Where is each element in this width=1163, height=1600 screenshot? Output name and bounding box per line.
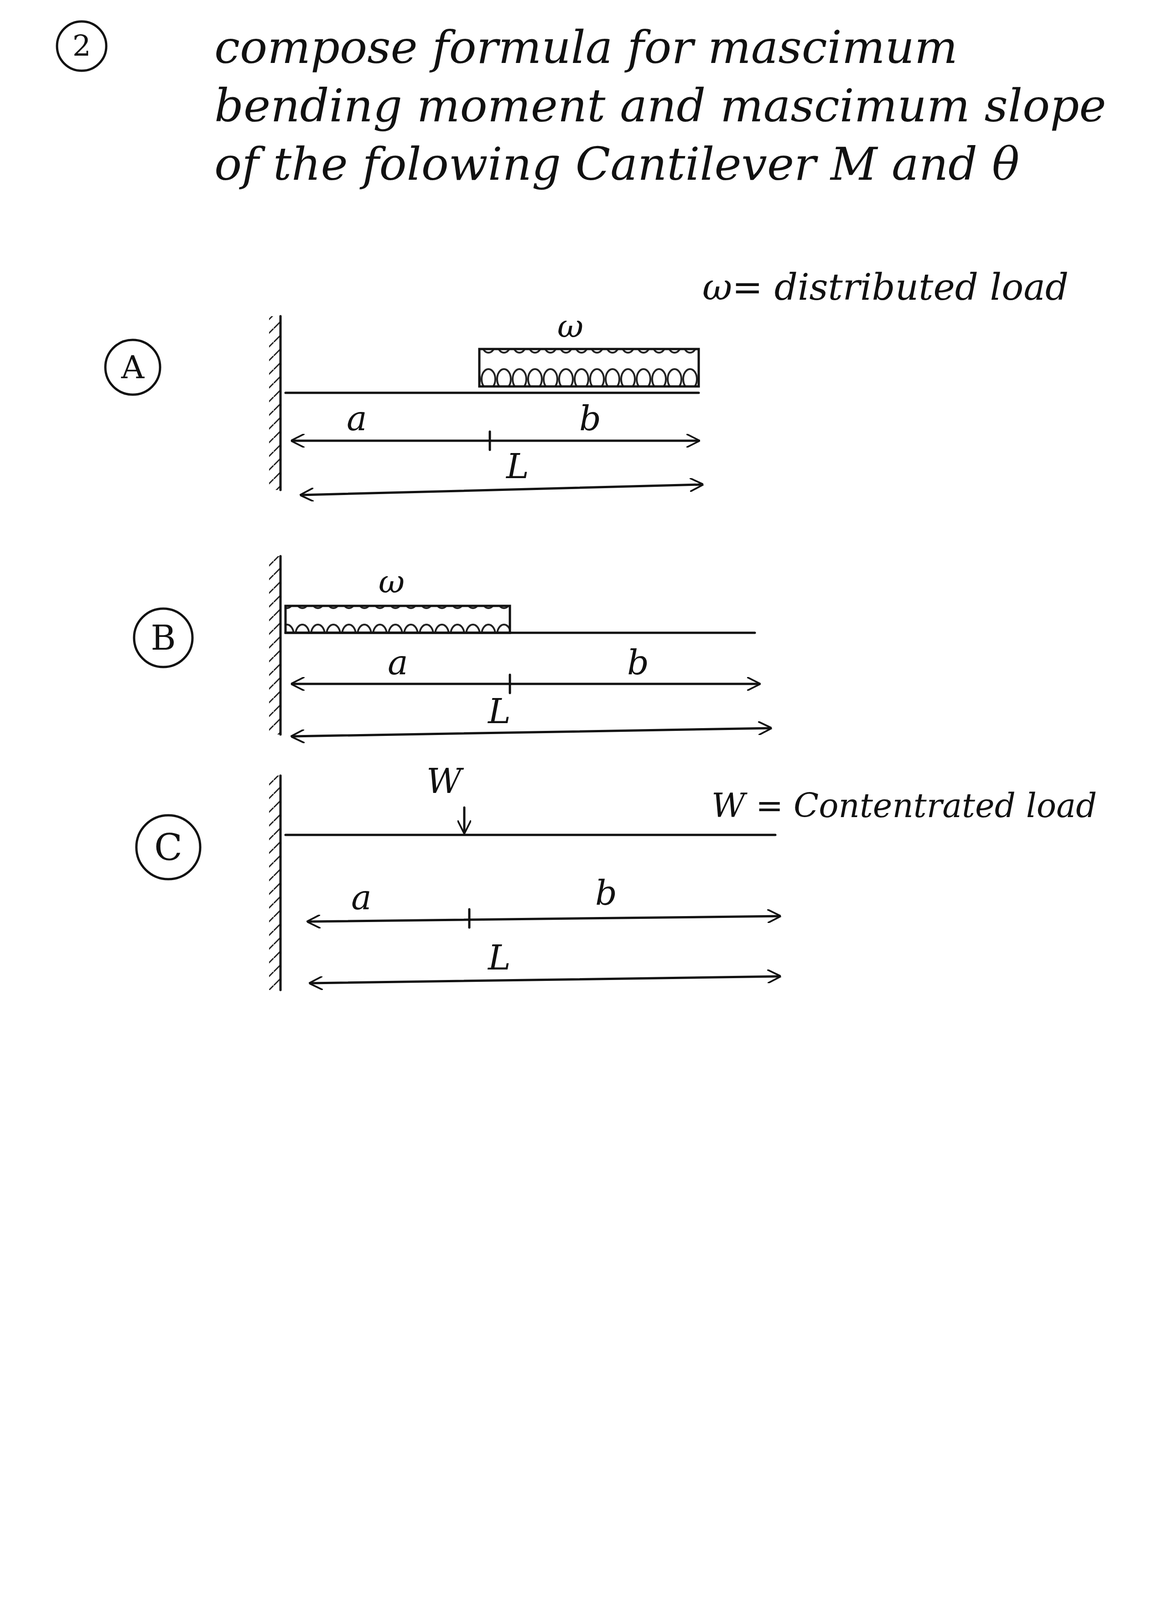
circle-label: 2 (55, 19, 109, 73)
dimension-label: b (579, 401, 602, 436)
dimension-label: L (488, 694, 511, 729)
circle-label: A (103, 337, 162, 397)
circled-number: A (103, 337, 162, 397)
dimension-label: b (595, 875, 618, 910)
circled-number: C (134, 813, 203, 881)
load-symbol: ω (557, 310, 584, 343)
dimension-label: b (627, 645, 649, 680)
question-text: compose formula for mascimum bending mom… (214, 18, 1109, 194)
load-symbol: W (426, 763, 462, 799)
load-symbol: ω (378, 565, 405, 598)
load-note: W = Contentrated load (711, 789, 1097, 822)
circled-number: 2 (55, 19, 109, 73)
circled-number: B (132, 606, 195, 669)
dimension-label: L (506, 449, 530, 484)
dimension-label: a (346, 401, 368, 436)
dimension-label: a (387, 645, 409, 680)
circle-label: C (134, 813, 203, 881)
circle-label: B (132, 606, 195, 669)
load-note: ω= distributed load (702, 269, 1069, 306)
dimension-label: L (488, 940, 511, 975)
dimension-label: a (351, 880, 372, 915)
